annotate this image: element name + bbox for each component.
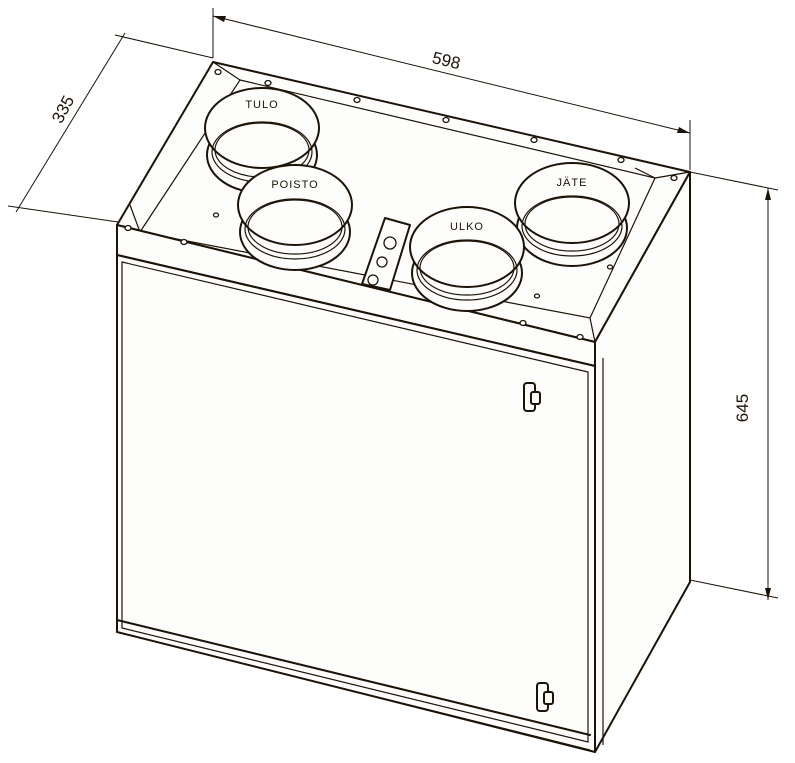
port-label-jate: JÄTE <box>557 177 588 189</box>
unit-side <box>594 171 691 753</box>
width-label: 598 <box>430 48 462 73</box>
port-tulo: TULO <box>204 87 320 194</box>
screw-holes <box>124 68 678 341</box>
unit-front <box>116 224 596 753</box>
door-handle-lower[interactable] <box>536 682 554 712</box>
door-handle-upper[interactable] <box>523 382 541 412</box>
port-label-poisto: POISTO <box>271 179 318 191</box>
control-bracket <box>361 217 411 291</box>
port-label-tulo: TULO <box>245 99 278 111</box>
height-label: 645 <box>733 394 752 422</box>
port-label-ulko: ULKO <box>450 221 484 233</box>
port-jate: JÄTE <box>514 162 630 267</box>
port-poisto: POISTO <box>237 164 353 271</box>
port-ulko: ULKO <box>409 206 525 312</box>
depth-label: 335 <box>48 92 78 126</box>
dimension-height: 645 <box>689 171 779 600</box>
